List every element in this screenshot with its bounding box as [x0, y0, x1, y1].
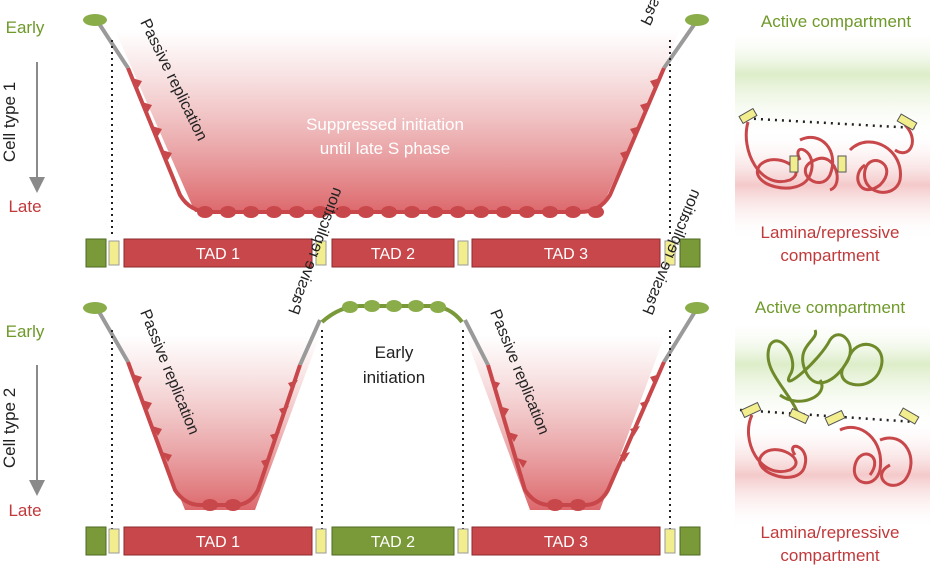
insulator-blocks [738, 107, 918, 173]
early-label: Early [6, 322, 45, 341]
boundary-insulator [315, 528, 327, 554]
late-label: Late [8, 197, 41, 216]
flank-block-right [679, 526, 701, 556]
tad-2-label: TAD 2 [371, 534, 415, 551]
replication-curve-right [486, 361, 666, 507]
boundary-insulator [457, 528, 469, 554]
lamina-boundary [739, 408, 916, 424]
boundary-insulator [315, 240, 327, 266]
repressive-label-line2: compartment [780, 246, 879, 265]
tad-3-label: TAD 3 [544, 534, 588, 551]
tad-2-label: TAD 2 [371, 246, 415, 263]
insulator-blocks [740, 401, 920, 427]
active-chromatin-loops [766, 329, 884, 419]
tad-2-block [331, 526, 455, 556]
gray-fork-right [662, 20, 698, 70]
fork-arrowheads [132, 78, 660, 160]
tad-1-label: TAD 1 [196, 246, 240, 263]
boundary-insulator [457, 240, 469, 266]
boundary-insulator [108, 240, 120, 266]
tad-2-block [331, 238, 455, 268]
tad-bar: TAD 1 TAD 2 TAD 3 [85, 526, 701, 556]
boundary-insulator [108, 528, 120, 554]
tad-3-label: TAD 3 [544, 246, 588, 263]
panel-cell-type-1: Early Late Cell type 1 [0, 0, 930, 268]
early-replicon-dots [342, 300, 446, 313]
boundary-insulator [664, 240, 676, 266]
center-text-line1: Early [375, 343, 414, 362]
gray-fork-left [96, 20, 130, 70]
gray-fork [463, 319, 490, 366]
repressive-label-line1: Lamina/repressive [761, 223, 900, 242]
flank-block-left [85, 238, 107, 268]
center-text-line2: until late S phase [320, 139, 450, 158]
late-replicon-dots [202, 499, 586, 511]
center-text-line1: Suppressed initiation [306, 115, 464, 134]
tad-3-block [471, 526, 661, 556]
origin-left [83, 14, 107, 26]
repressive-chromatin-loops [746, 414, 913, 487]
chromatin-loops [744, 121, 914, 194]
boundary-insulator [664, 528, 676, 554]
replicon-dots [197, 206, 604, 218]
repressive-label-line1: Lamina/repressive [761, 523, 900, 542]
lamina-boundary [739, 116, 916, 130]
valley-shading [115, 30, 680, 212]
tad-1-block [123, 526, 313, 556]
origin-marker [685, 302, 709, 314]
row-label: Cell type 2 [0, 388, 19, 468]
repressive-label-line2: compartment [780, 546, 879, 565]
origin-right [685, 14, 709, 26]
origin-marker [83, 302, 107, 314]
tad-bar: TAD 1 TAD 2 TAD 3 [85, 238, 701, 268]
late-label: Late [8, 501, 41, 520]
valley-shading-left [115, 335, 320, 510]
flank-block-left [85, 526, 107, 556]
active-compartment-label: Active compartment [761, 12, 911, 31]
flank-block-right [679, 238, 701, 268]
tad-1-block [123, 238, 313, 268]
active-compartment-label: Active compartment [755, 298, 905, 317]
valley-shading-right [465, 335, 665, 510]
tad-1-label: TAD 1 [196, 534, 240, 551]
center-text-line2: initiation [363, 368, 425, 387]
repressive-compartment-bg [735, 420, 930, 530]
early-label: Early [6, 18, 45, 37]
gray-fork [662, 308, 698, 364]
row-label: Cell type 1 [0, 82, 19, 162]
gray-fork [298, 319, 322, 366]
tad-3-block [471, 238, 661, 268]
fork-arrowheads [132, 374, 660, 468]
